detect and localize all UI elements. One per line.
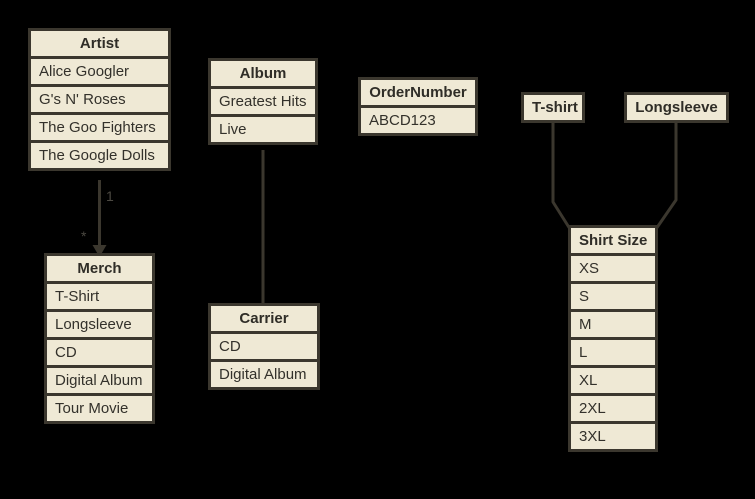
entity-merch-row: T-Shirt [47, 284, 152, 309]
entity-carrier-row: Digital Album [211, 362, 317, 387]
entity-longsleeve-title: Longsleeve [627, 95, 726, 120]
entity-shirtsize-row: S [571, 284, 655, 309]
entity-artist-row: The Google Dolls [31, 143, 168, 168]
entity-artist-title: Artist [31, 31, 168, 56]
entity-artist-row: Alice Googler [31, 59, 168, 84]
connector-artist-merch: 1 * [81, 180, 114, 257]
entity-ordernumber-row: ABCD123 [361, 108, 475, 133]
entity-tshirt: T-shirt [521, 92, 585, 123]
entity-carrier-row: CD [211, 334, 317, 359]
entity-shirtsize-row: M [571, 312, 655, 337]
multiplicity-label-many: * [81, 228, 87, 244]
entity-album-row: Greatest Hits [211, 89, 315, 114]
entity-album-title: Album [211, 61, 315, 86]
entity-merch-row: Digital Album [47, 368, 152, 393]
entity-merch-row: CD [47, 340, 152, 365]
entity-album: Album Greatest Hits Live [208, 58, 318, 145]
entity-shirtsize-row: L [571, 340, 655, 365]
entity-shirtsize-row: XL [571, 368, 655, 393]
entity-carrier-title: Carrier [211, 306, 317, 331]
entity-longsleeve: Longsleeve [624, 92, 729, 123]
entity-artist-row: The Goo Fighters [31, 115, 168, 140]
entity-merch-row: Longsleeve [47, 312, 152, 337]
entity-merch: Merch T-Shirt Longsleeve CD Digital Albu… [44, 253, 155, 424]
entity-ordernumber: OrderNumber ABCD123 [358, 77, 478, 136]
entity-shirtsize: Shirt Size XS S M L XL 2XL 3XL [568, 225, 658, 452]
connector-tshirt-shirtsize [551, 121, 572, 230]
multiplicity-label-one: 1 [106, 188, 114, 204]
arrowhead-down-icon [92, 245, 107, 257]
entity-merch-row: Tour Movie [47, 396, 152, 421]
entity-tshirt-title: T-shirt [524, 95, 582, 120]
entity-carrier: Carrier CD Digital Album [208, 303, 320, 390]
entity-shirtsize-row: XS [571, 256, 655, 281]
entity-shirtsize-row: 2XL [571, 396, 655, 421]
entity-shirtsize-row: 3XL [571, 424, 655, 449]
entity-artist: Artist Alice Googler G's N' Roses The Go… [28, 28, 171, 171]
entity-ordernumber-title: OrderNumber [361, 80, 475, 105]
connector-longsleeve-shirtsize [654, 121, 678, 230]
entity-artist-row: G's N' Roses [31, 87, 168, 112]
entity-merch-title: Merch [47, 256, 152, 281]
entity-shirtsize-title: Shirt Size [571, 228, 655, 253]
entity-album-row: Live [211, 117, 315, 142]
